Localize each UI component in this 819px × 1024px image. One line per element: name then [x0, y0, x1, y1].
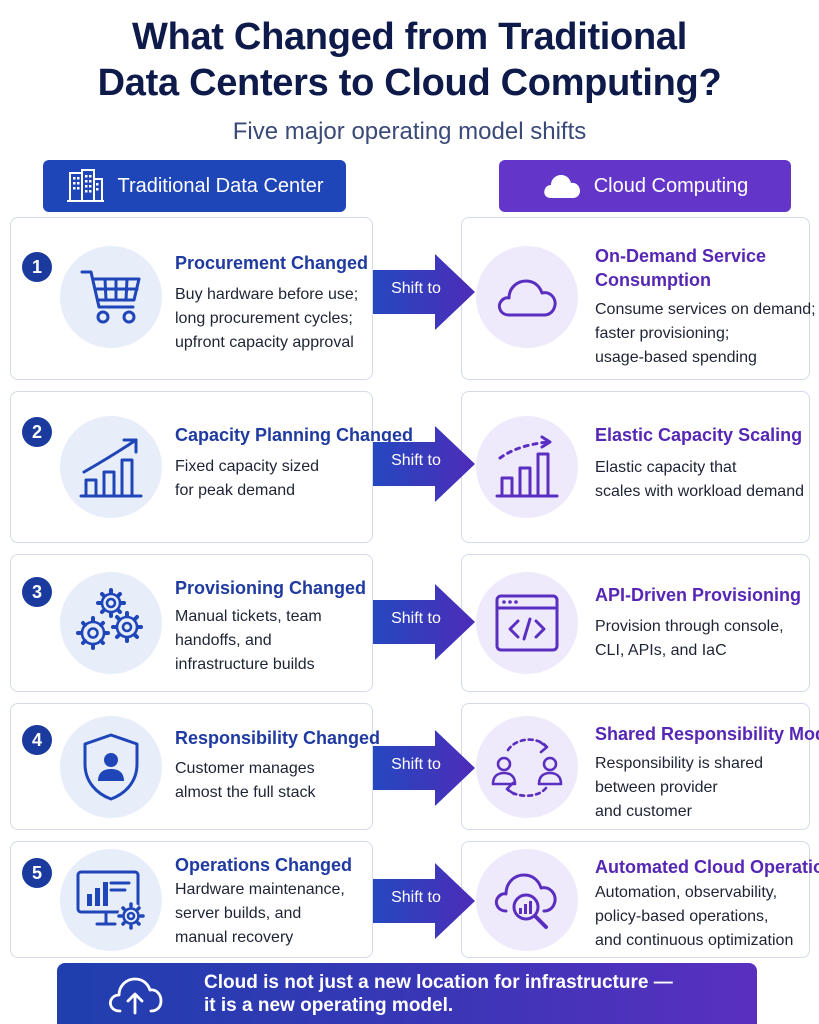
cloud-icon: [497, 279, 557, 317]
cloud-icon: [543, 175, 580, 198]
footer-banner: Cloud is not just a new location for inf…: [57, 963, 757, 1024]
provisioning-description: Manual tickets, team handoffs, and infra…: [175, 608, 322, 673]
page-subtitle: Five major operating model shifts: [232, 118, 587, 145]
shift-arrow-3: Shift to: [373, 584, 475, 660]
shopping-cart-icon: [80, 270, 141, 324]
shift-arrow-1: Shift to: [373, 254, 475, 330]
provisioning-icon-circle: [60, 572, 162, 674]
shared-responsibility-title: Shared Responsibility Model: [595, 724, 819, 744]
automated-ops-icon-circle: [476, 849, 578, 951]
capacity-icon-circle: [60, 416, 162, 518]
api-provisioning-title: API-Driven Provisioning: [595, 585, 802, 605]
monitor-gear-icon: [76, 870, 145, 930]
automated-ops-title: Automated Cloud Operations: [595, 857, 819, 877]
api-provisioning-description: Provision through console, CLI, APIs, an…: [595, 618, 784, 659]
responsibility-icon-circle: [60, 716, 162, 818]
provisioning-title: Provisioning Changed: [175, 578, 367, 598]
shift-arrow-label: Shift to: [391, 889, 441, 906]
traditional-header: Traditional Data Center: [43, 160, 346, 212]
step-number-1: 1: [22, 252, 52, 282]
title-line-1: What Changed from Traditional: [132, 16, 687, 58]
step-number-4: 4: [22, 725, 52, 755]
shift-arrow-label: Shift to: [391, 452, 441, 469]
operations-title: Operations Changed: [175, 855, 353, 875]
shift-arrow-label: Shift to: [391, 280, 441, 297]
shift-arrow-5: Shift to: [373, 863, 475, 939]
operations-icon-circle: [60, 849, 162, 951]
footer-message: Cloud is not just a new location for inf…: [204, 971, 673, 1017]
cloud-search-icon: [494, 873, 557, 929]
procurement-description: Buy hardware before use; long procuremen…: [175, 286, 359, 351]
growth-chart-icon: [79, 438, 143, 498]
shift-arrow-4: Shift to: [373, 730, 475, 806]
shared-icon-circle: [476, 716, 578, 818]
elastic-icon-circle: [476, 416, 578, 518]
building-icon: [67, 169, 105, 202]
capacity-planning-title: Capacity Planning Changed: [175, 425, 414, 445]
page-title: What Changed from Traditional Data Cente…: [0, 14, 819, 106]
footer-line-1: Cloud is not just a new location for inf…: [204, 972, 673, 993]
shift-arrow-label: Shift to: [391, 756, 441, 773]
shared-users-icon: [491, 738, 563, 798]
title-line-2: Data Centers to Cloud Computing?: [97, 62, 722, 104]
cloud-header: Cloud Computing: [499, 160, 791, 212]
traditional-header-label: Traditional Data Center: [117, 174, 324, 197]
elastic-scaling-description: Elastic capacity that scales with worklo…: [595, 459, 804, 500]
cloud-header-label: Cloud Computing: [593, 174, 749, 197]
footer-line-2: it is a new operating model.: [204, 995, 454, 1016]
cloud-upload-icon: [109, 977, 163, 1015]
procurement-title: Procurement Changed: [175, 253, 369, 273]
shift-arrow-2: Shift to: [373, 426, 475, 502]
gears-icon: [76, 588, 143, 650]
shared-responsibility-description: Responsibility is shared between provide…: [595, 755, 764, 820]
code-window-icon: [495, 594, 559, 652]
shift-arrow-label: Shift to: [391, 610, 441, 627]
traditional-card-1: [10, 217, 373, 380]
automated-ops-description: Automation, observability, policy-based …: [595, 884, 794, 949]
operations-description: Hardware maintenance, server builds, and…: [175, 881, 345, 946]
api-icon-circle: [476, 572, 578, 674]
step-number-3: 3: [22, 577, 52, 607]
shield-user-icon: [83, 733, 139, 801]
step-number-2: 2: [22, 417, 52, 447]
capacity-planning-description: Fixed capacity sized for peak demand: [175, 458, 320, 499]
scaling-chart-icon: [495, 435, 559, 498]
on-demand-description: Consume services on demand; faster provi…: [595, 301, 816, 366]
responsibility-title: Responsibility Changed: [175, 728, 381, 748]
elastic-scaling-title: Elastic Capacity Scaling: [595, 425, 803, 445]
on-demand-icon-circle: [476, 246, 578, 348]
procurement-icon-circle: [60, 246, 162, 348]
on-demand-title: On-Demand Service Consumption: [595, 246, 767, 290]
step-number-5: 5: [22, 858, 52, 888]
responsibility-description: Customer manages almost the full stack: [175, 760, 316, 801]
